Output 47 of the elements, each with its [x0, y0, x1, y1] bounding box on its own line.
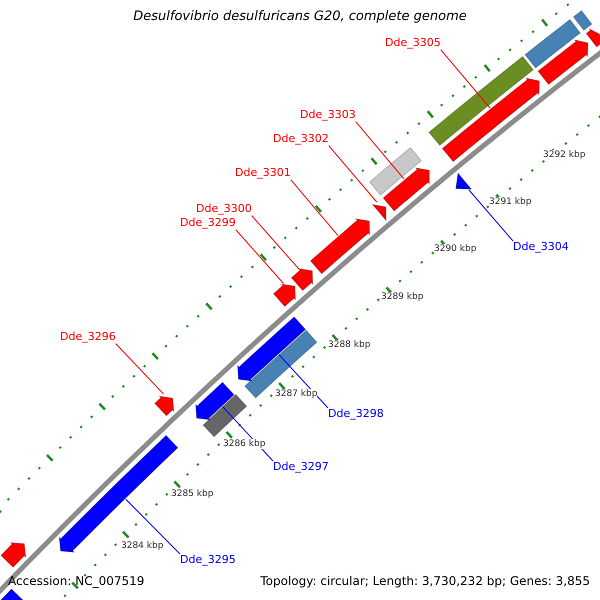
gene-label: Dde_3296: [60, 331, 116, 344]
gene-feature: [195, 382, 235, 420]
tick-label: 3287 kbp: [275, 389, 318, 400]
leader-line: [115, 343, 164, 394]
map-title: Desulfovibrio desulfuricans G20, complete genome: [133, 10, 467, 25]
gene-label: Dde_3300: [196, 203, 252, 216]
leader-line: [355, 121, 405, 180]
tick-label: 3290 kbp: [434, 244, 476, 254]
tick-label: 3291 kbp: [489, 197, 532, 208]
tick-label: 3285 kbp: [171, 489, 214, 500]
gene-feature: [442, 77, 540, 162]
gene-feature: [0, 542, 26, 568]
gene-label: Dde_3297: [273, 461, 329, 474]
gene-label: Dde_3304: [513, 241, 569, 254]
gene-feature: [272, 284, 296, 308]
gene-label: Dde_3298: [328, 408, 384, 421]
leader-line: [235, 229, 284, 284]
gene-feature: [290, 268, 314, 292]
leader-line: [440, 49, 491, 109]
gene-label: Dde_3299: [180, 217, 236, 230]
leader-line: [125, 498, 180, 554]
gene-feature: [154, 396, 174, 416]
leader-line: [328, 145, 378, 203]
leader-line: [278, 354, 328, 408]
gene-feature: [237, 316, 306, 382]
leader-line: [468, 190, 514, 242]
gene-label: Dde_3305: [385, 37, 441, 50]
gene-feature: [371, 204, 387, 222]
tick-label: 3284 kbp: [121, 541, 164, 552]
gene-feature: [382, 167, 430, 212]
gene-label: Dde_3302: [273, 133, 329, 146]
gene-label: Dde_3301: [235, 167, 291, 180]
gene-feature: [310, 218, 370, 274]
gene-feature: [586, 28, 600, 48]
gene-feature: [0, 588, 24, 600]
gene-feature: [455, 172, 472, 190]
gene-feature: [537, 39, 588, 86]
gene-label: Dde_3295: [180, 554, 236, 567]
tick-label: 3292 kbp: [543, 150, 586, 160]
tick-label: 3286 kbp: [223, 439, 266, 450]
leader-line: [251, 215, 300, 270]
tick-label: 3289 kbp: [381, 292, 424, 302]
genome-info: Topology: circular; Length: 3,730,232 bp; Genes: 3,855: [260, 575, 590, 589]
gene-label: Dde_3303: [300, 109, 356, 122]
tick-label: 3288 kbp: [328, 340, 370, 350]
accession-label: Accession: NC_007519: [8, 575, 144, 589]
leader-line: [290, 179, 339, 236]
